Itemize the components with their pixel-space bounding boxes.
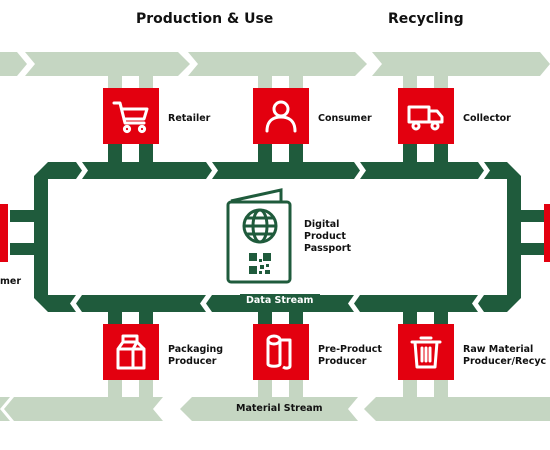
material-connectors-top	[108, 76, 448, 88]
collector-label: Collector	[463, 113, 511, 124]
heading-recycling: Recycling	[388, 11, 464, 27]
material-stream-bottom	[0, 397, 550, 421]
retailer-node[interactable]	[103, 88, 159, 144]
data-connectors	[10, 144, 550, 324]
pre-product-producer-label: Pre-Product Producer	[318, 344, 382, 368]
trash-bin-icon	[410, 336, 442, 369]
passport-line3: Passport	[304, 243, 351, 254]
pre-product-producer-line1: Pre-Product	[318, 344, 382, 355]
digital-passport-icon	[226, 188, 292, 284]
pre-product-producer-node[interactable]	[253, 324, 309, 380]
material-stream-top	[0, 52, 550, 76]
raw-material-producer-line2: Producer/Recyc	[463, 356, 547, 367]
heading-production-use: Production & Use	[136, 11, 274, 27]
raw-material-producer-node[interactable]	[398, 324, 454, 380]
collector-node[interactable]	[398, 88, 454, 144]
material-stream-label: Material Stream	[236, 403, 323, 414]
material-roll-icon	[266, 334, 292, 370]
left-partial-label: mer	[0, 276, 22, 287]
right-partial-node	[544, 204, 550, 262]
raw-material-producer-line1: Raw Material	[463, 344, 534, 355]
consumer-label: Consumer	[318, 113, 372, 124]
person-icon	[265, 100, 297, 133]
packaging-producer-node[interactable]	[103, 324, 159, 380]
passport-line1: Digital	[304, 219, 340, 230]
data-stream-arrows	[70, 162, 490, 312]
passport-line2: Product	[304, 231, 346, 242]
truck-icon	[407, 105, 444, 131]
packaging-producer-line2: Producer	[168, 356, 217, 367]
qr-code-icon	[249, 253, 271, 274]
packaging-producer-line1: Packaging	[168, 344, 224, 355]
data-stream-ring	[34, 162, 521, 312]
digital-product-passport-label: Digital Product Passport	[304, 219, 351, 255]
raw-material-producer-label: Raw Material Producer/Recyc	[463, 344, 546, 368]
retailer-label: Retailer	[168, 113, 211, 124]
consumer-node[interactable]	[253, 88, 309, 144]
milk-carton-icon	[116, 334, 146, 370]
data-stream-label-box	[240, 294, 320, 308]
material-connectors-bottom	[108, 380, 448, 397]
pre-product-producer-line2: Producer	[318, 356, 367, 367]
shopping-cart-icon	[112, 101, 149, 134]
data-stream-label: Data Stream	[246, 295, 314, 306]
left-partial-node	[0, 204, 8, 262]
packaging-producer-label: Packaging Producer	[168, 344, 223, 368]
